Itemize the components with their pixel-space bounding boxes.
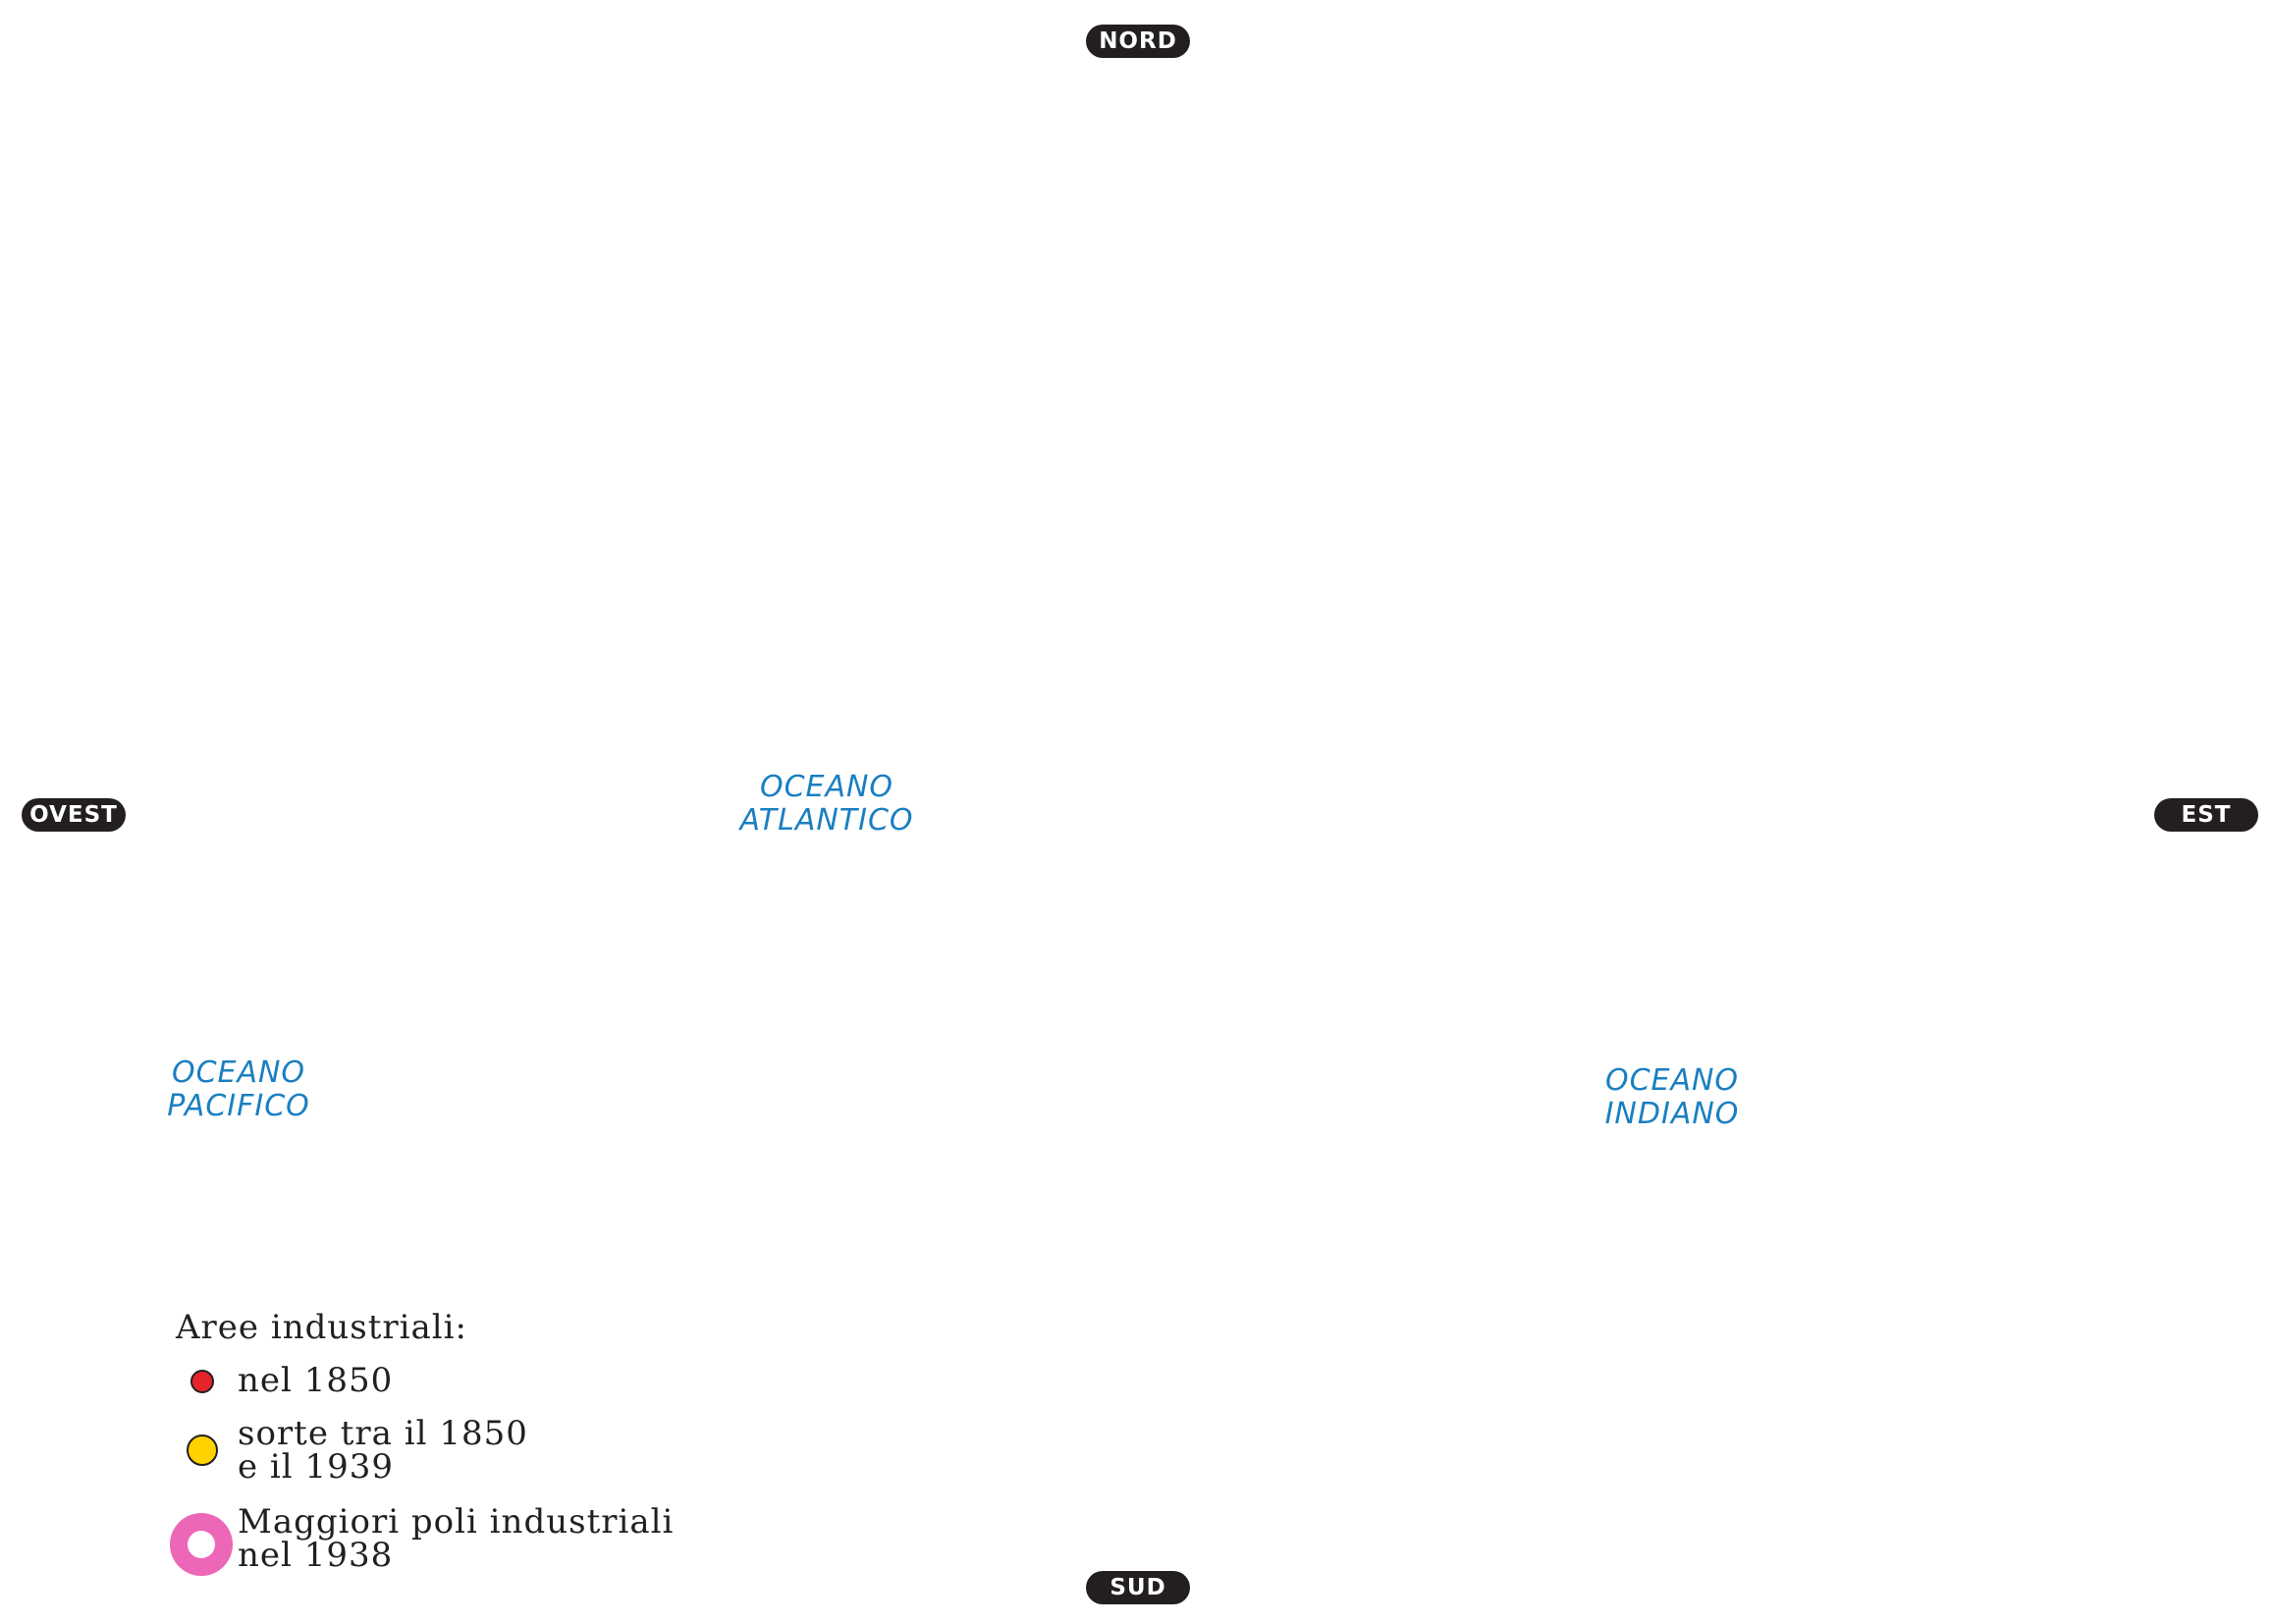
ocean-label-line: OCEANO	[1604, 1063, 1740, 1098]
legend-item-text: Maggiori poli industriali nel 1938	[238, 1505, 674, 1572]
legend-item-text: sorte tra il 1850 e il 1939	[238, 1417, 528, 1484]
compass-west-label: OVEST	[22, 798, 126, 832]
compass-north-label: NORD	[1086, 25, 1190, 58]
legend-item-line: e il 1939	[238, 1447, 395, 1487]
red-dot-icon	[190, 1370, 214, 1393]
legend-item-text: nel 1850	[238, 1364, 393, 1397]
ocean-label-line: OCEANO	[171, 1056, 306, 1090]
legend-item-line: Maggiori poli industriali	[238, 1502, 675, 1542]
ocean-label-pacific: OCEANO PACIFICO	[140, 1056, 337, 1123]
legend-item-1850: nel 1850	[162, 1364, 771, 1403]
legend-item-line: nel 1938	[238, 1536, 394, 1575]
ocean-label-atlantic: OCEANO ATLANTICO	[729, 771, 925, 838]
ocean-label-line: PACIFICO	[167, 1089, 310, 1123]
legend-item-line: sorte tra il 1850	[238, 1414, 528, 1453]
pink-ring-icon	[170, 1513, 233, 1576]
ocean-label-line: INDIANO	[1604, 1097, 1740, 1131]
compass-east-label: EST	[2154, 798, 2258, 832]
legend-item-1938: Maggiori poli industriali nel 1938	[162, 1505, 771, 1576]
yellow-dot-icon	[187, 1435, 218, 1466]
compass-south-label: SUD	[1086, 1571, 1190, 1604]
legend-title: Aree industriali:	[176, 1308, 468, 1347]
ocean-label-indian: OCEANO INDIANO	[1574, 1064, 1770, 1131]
ocean-label-line: ATLANTICO	[739, 803, 914, 838]
legend-item-1850-1939: sorte tra il 1850 e il 1939	[162, 1417, 771, 1486]
ocean-label-line: OCEANO	[759, 770, 894, 804]
legend-item-line: nel 1850	[238, 1361, 394, 1400]
